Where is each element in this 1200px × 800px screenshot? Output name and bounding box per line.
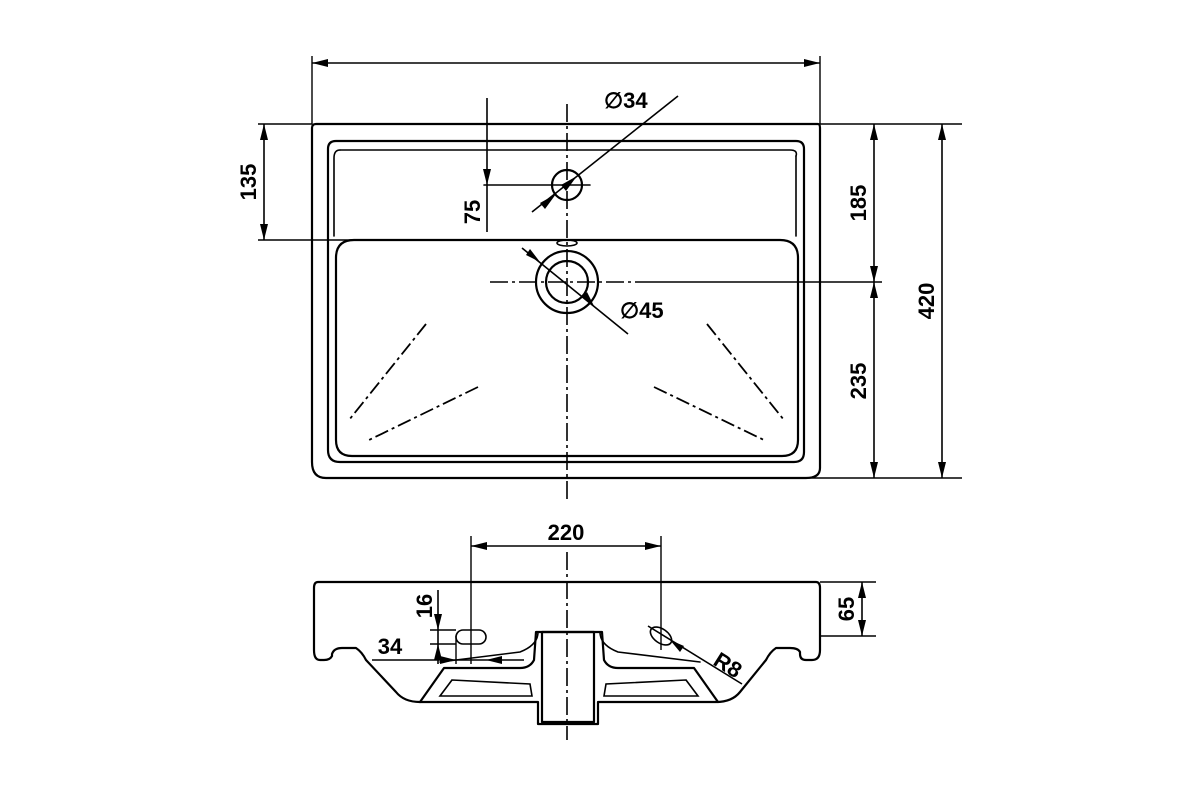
arrowhead — [260, 124, 268, 140]
tap-hole-diameter-label: ∅34 — [604, 88, 648, 113]
arrowhead — [870, 266, 878, 282]
slot-radius-leader — [647, 625, 743, 685]
arrowhead — [486, 656, 502, 664]
basin-inner-rim — [326, 139, 806, 464]
bowl-slope-line — [653, 386, 767, 442]
arrowhead — [858, 582, 866, 598]
hole-offset-label: 75 — [460, 200, 485, 224]
drain-leader — [521, 247, 629, 335]
arrowhead — [938, 462, 946, 478]
slot-radius-label: R8 — [709, 647, 746, 683]
arrowhead — [938, 124, 946, 140]
tap-ledge-edge — [339, 149, 798, 157]
bowl-slope-line — [706, 323, 785, 421]
basin-side-profile — [312, 580, 822, 726]
arrowhead — [858, 620, 866, 636]
drain-pipe — [540, 630, 596, 724]
arrowhead — [540, 194, 556, 209]
shelf-right — [603, 679, 700, 697]
bowl-outline — [334, 238, 800, 458]
rim-height-label: 65 — [834, 597, 859, 621]
depth-to-drain-label: 185 — [846, 185, 871, 222]
bowl-slope-line — [366, 386, 479, 442]
arrowhead — [561, 176, 577, 191]
hole-position-label: 135 — [236, 164, 261, 201]
bowl-slope-line — [348, 323, 427, 421]
arrowhead — [804, 59, 820, 67]
mount-offset-label: 34 — [378, 634, 403, 659]
bowl-inner-profile-right — [599, 631, 701, 663]
drain-to-front-label: 235 — [846, 363, 871, 400]
arrowhead — [870, 282, 878, 298]
arrowhead — [645, 542, 661, 550]
arrowhead — [434, 614, 442, 630]
basin-outer-outline — [310, 122, 822, 480]
arrowhead — [471, 542, 487, 550]
arrowhead — [870, 124, 878, 140]
arrowhead — [670, 640, 684, 652]
shelf-left — [438, 679, 533, 697]
arrowhead — [483, 169, 491, 185]
tap-ledge-edge-left — [333, 149, 341, 237]
mounting-slot-right — [649, 626, 673, 646]
overall-depth-label: 420 — [914, 283, 939, 320]
arrowhead — [870, 462, 878, 478]
mount-height-label: 16 — [412, 594, 437, 618]
tap-hole-leader — [531, 95, 679, 213]
arrowhead — [440, 656, 456, 664]
side-view: 220 16 34 65 R8 — [312, 520, 876, 740]
arrowhead — [312, 59, 328, 67]
top-view: ∅34 75 135 185 235 420 ∅45 — [236, 56, 962, 500]
arrowhead — [260, 224, 268, 240]
drain-diameter-label: ∅45 — [620, 298, 664, 323]
mount-spacing-label: 220 — [548, 520, 585, 545]
arrowhead — [526, 249, 540, 262]
arrowhead — [582, 292, 594, 306]
bowl-inner-profile-left — [439, 631, 539, 663]
